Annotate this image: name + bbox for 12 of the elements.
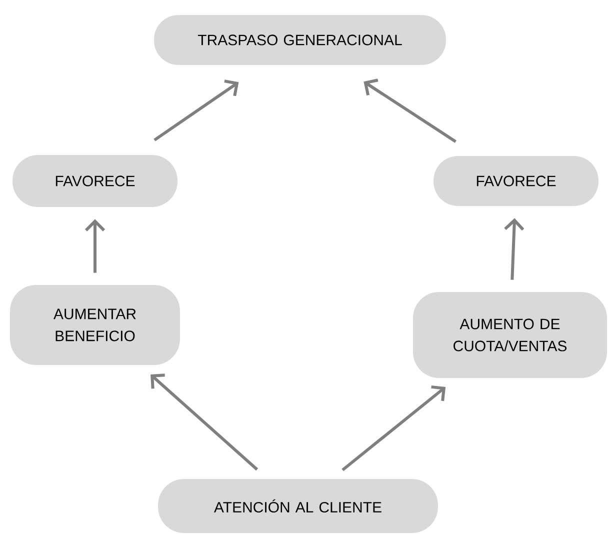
process-box: FAVORECE xyxy=(12,154,178,207)
process-box: FAVORECE xyxy=(434,156,598,206)
process-box: TRASPASO GENERACIONAL xyxy=(154,15,446,65)
arrow xyxy=(84,219,106,273)
arrow xyxy=(364,78,456,143)
process-box: AUMENTO DE CUOTA/VENTAS xyxy=(413,292,607,378)
arrow xyxy=(150,374,258,471)
arrow xyxy=(504,218,524,280)
arrow xyxy=(342,385,446,472)
process-box: AUMENTAR BENEFICIO xyxy=(10,284,180,365)
arrow xyxy=(154,80,239,142)
process-box: ATENCIÓN AL CLIENTE xyxy=(158,478,438,533)
